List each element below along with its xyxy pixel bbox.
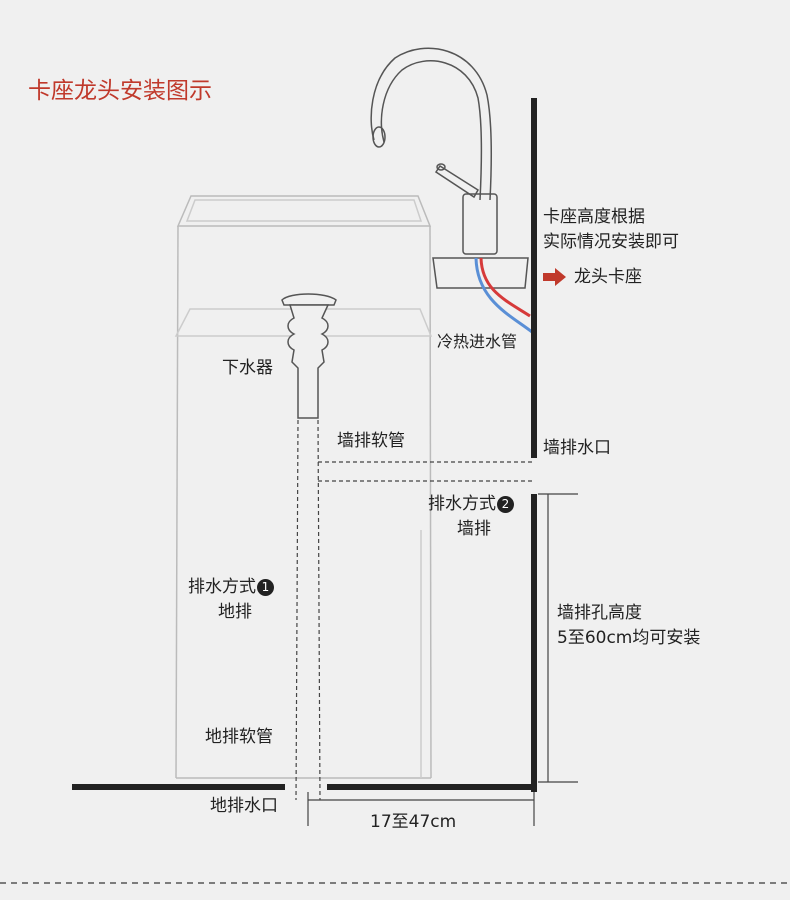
drain-plug-label: 下水器 [222, 358, 273, 378]
cold-water-pipe [474, 257, 533, 334]
distance-label: 17至47cm [370, 812, 457, 832]
number-1-badge: 1 [257, 579, 274, 596]
number-2-badge: 2 [497, 496, 514, 513]
floor-drain-hose-label: 地排软管 [205, 727, 273, 747]
wall-hole-height-line2: 5至60cm均可安装 [557, 628, 701, 648]
basin-pedestal [174, 195, 433, 779]
wall-hole-height-line1: 墙排孔高度 [557, 603, 642, 623]
floor-drain-hose [295, 419, 321, 801]
wall-outlet-label: 墙排水口 [543, 438, 611, 458]
hot-water-pipe [479, 257, 531, 318]
faucet-mount-block [432, 257, 529, 289]
drain-plug [281, 293, 337, 419]
floor-outlet-label: 地排水口 [210, 796, 278, 816]
page-title: 卡座龙头安装图示 [28, 78, 212, 104]
wall-drain-hose [318, 461, 532, 482]
faucet [370, 47, 498, 255]
drain-method-1-sub: 地排 [218, 602, 252, 622]
faucet-mount-label: 龙头卡座 [574, 267, 642, 287]
mount-height-note-line1: 卡座高度根据 [543, 207, 645, 227]
wall-hole-height-dimension [538, 493, 578, 783]
distance-dimension [307, 792, 535, 826]
drain-method-2-sub: 墙排 [457, 519, 491, 539]
wall-drain-hose-label: 墙排软管 [337, 431, 405, 451]
hot-cold-pipe-label: 冷热进水管 [437, 332, 518, 351]
mount-height-note-line2: 实际情况安装即可 [543, 232, 679, 252]
right-arrow-icon [543, 268, 566, 286]
